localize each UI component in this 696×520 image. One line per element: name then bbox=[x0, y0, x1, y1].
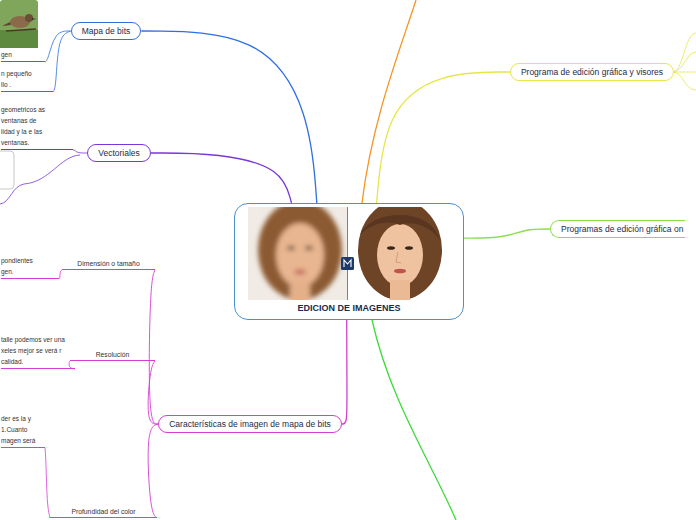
subtopic-text: gen bbox=[1, 49, 45, 62]
branch-connector bbox=[377, 72, 510, 203]
topic-text: talle podemos ver una xeles mejor se ver… bbox=[1, 334, 71, 367]
topic-text: der es la y 1.Cuanto magen será bbox=[1, 413, 37, 446]
subtopic: Resolución bbox=[70, 351, 155, 361]
main-topic: Mapa de bits bbox=[71, 22, 142, 40]
branch-connector bbox=[148, 361, 158, 424]
branch-connector bbox=[151, 153, 292, 203]
branch-connector bbox=[73, 150, 87, 153]
main-topic: Vectoriales bbox=[87, 144, 151, 162]
subtopic-text: der es la y 1.Cuanto magen será bbox=[1, 413, 45, 448]
topic-text: pondientes gen. bbox=[1, 255, 37, 277]
topic-text: Características de imagen de mapa de bit… bbox=[169, 419, 331, 429]
topic-text: Vectoriales bbox=[98, 148, 140, 158]
main-topic: Programa de edición gráfica y visores bbox=[510, 63, 674, 81]
subtopic-text: pondientes gen. bbox=[1, 255, 59, 279]
topic-text: Programas de edición gráfica on bbox=[561, 224, 683, 234]
main-topic: Programas de edición gráfica on bbox=[550, 220, 685, 238]
branch-line bbox=[0, 155, 80, 204]
subtopic-text: geometricos as ventanas de lidad y la e … bbox=[1, 104, 73, 150]
branch-connector bbox=[141, 31, 316, 203]
branch-connector bbox=[69, 361, 75, 369]
divider bbox=[347, 207, 348, 300]
central-topic: EDICION DE IMAGENES bbox=[234, 203, 464, 320]
subtopic-text: talle podemos ver una xeles mejor se ver… bbox=[1, 334, 75, 369]
topic-text: geometricos as ventanas de lidad y la e … bbox=[1, 104, 48, 148]
topic-text: EDICION DE IMAGENES bbox=[235, 303, 463, 313]
topic-text: Dimensión o tamaño bbox=[62, 260, 155, 267]
subtopic-text: n pequeño llo . bbox=[1, 68, 53, 92]
bird-picture bbox=[0, 0, 38, 48]
map-icon bbox=[341, 257, 354, 270]
subtopic: Profundidad del color bbox=[50, 508, 157, 518]
face-sharp bbox=[348, 207, 449, 300]
topic-text: Programa de edición gráfica y visores bbox=[521, 67, 663, 77]
topic-text: Resolución bbox=[70, 351, 155, 358]
subtopic: Dimensión o tamaño bbox=[62, 260, 155, 270]
branch-connector bbox=[342, 320, 347, 424]
topic-text: n pequeño llo . bbox=[1, 68, 39, 90]
main-topic: Características de imagen de mapa de bit… bbox=[158, 415, 342, 433]
branch-line bbox=[362, 0, 416, 203]
topic-text: Mapa de bits bbox=[82, 26, 131, 36]
branch-connector bbox=[464, 229, 550, 238]
branch-connector bbox=[149, 270, 158, 424]
branch-connector bbox=[59, 270, 62, 279]
topic-text: Profundidad del color bbox=[50, 508, 157, 515]
branch-connector bbox=[148, 424, 158, 518]
vector-picture-frame bbox=[0, 151, 14, 189]
branch-line bbox=[372, 320, 456, 520]
branch-connector bbox=[53, 31, 71, 92]
branch-lines bbox=[672, 33, 696, 90]
face-blurred bbox=[248, 207, 347, 300]
topic-text: gen bbox=[1, 49, 41, 60]
